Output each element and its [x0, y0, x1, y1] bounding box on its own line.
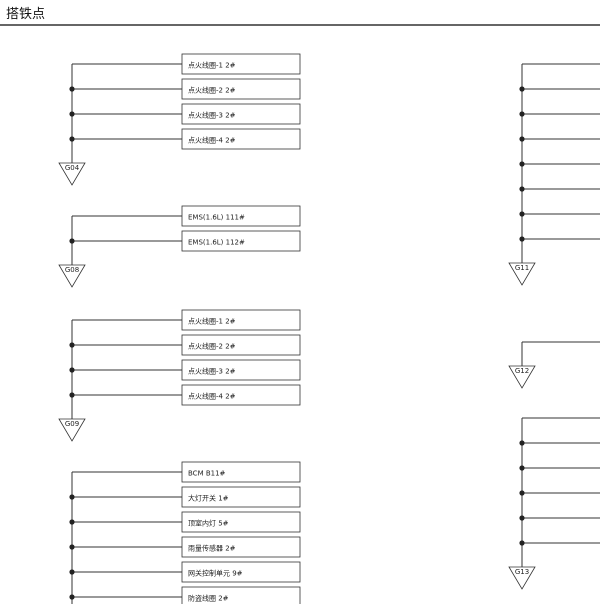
junction-dot [519, 236, 525, 242]
junction-dot [69, 392, 75, 398]
ground-symbol [508, 566, 536, 590]
ground-group-g11: G11 [508, 63, 600, 286]
junction-dot [519, 465, 525, 471]
ground-group-g09: 点火线圈-1 2# 点火线圈-2 2# 点火线圈-3 2# 点火线圈-4 2# G09 [58, 309, 301, 442]
connector-box [181, 53, 301, 75]
junction-dot [69, 494, 75, 500]
connector-box [181, 461, 301, 483]
connector-label: 顶室内灯 5# [188, 519, 229, 528]
connector-box [181, 384, 301, 406]
junction-dot [519, 540, 525, 546]
junction-dot [69, 569, 75, 575]
connector-label: 点火线圈-2 2# [188, 86, 236, 95]
junction-dot [519, 211, 525, 217]
connector-label: 点火线圈-1 2# [188, 317, 236, 326]
junction-dot [69, 367, 75, 373]
ground-symbol [58, 162, 86, 186]
connector-label: 点火线圈-3 2# [188, 111, 236, 120]
junction-dot [519, 186, 525, 192]
ground-label: G09 [65, 420, 79, 428]
junction-dot [519, 86, 525, 92]
connector-label: 点火线圈-2 2# [188, 342, 236, 351]
connector-label: 点火线圈-3 2# [188, 367, 236, 376]
connector-box [181, 486, 301, 508]
connector-label: EMS(1.6L) 111# [188, 214, 245, 222]
connector-label: 点火线圈-4 2# [188, 392, 236, 401]
junction-dot [519, 161, 525, 167]
connector-box [181, 359, 301, 381]
junction-dot [69, 519, 75, 525]
connector-label: 雨量传感器 2# [188, 544, 236, 553]
junction-dot [519, 136, 525, 142]
junction-dot [69, 544, 75, 550]
connector-box [181, 230, 301, 252]
connector-box [181, 586, 301, 604]
junction-dot [69, 86, 75, 92]
connector-box [181, 334, 301, 356]
connector-label: 防盗线圈 2# [188, 594, 229, 603]
ground-symbol [58, 264, 86, 288]
connector-label: 点火线圈-4 2# [188, 136, 236, 145]
junction-dot [519, 515, 525, 521]
ground-label: G12 [515, 367, 529, 375]
page-title: 搭铁点 [6, 7, 46, 22]
connector-label: EMS(1.6L) 112# [188, 239, 245, 247]
ground-label: G13 [515, 568, 529, 576]
connector-box [181, 511, 301, 533]
connector-label: 点火线圈-1 2# [188, 61, 236, 70]
junction-dot [69, 594, 75, 600]
junction-dot [69, 342, 75, 348]
junction-dot [69, 136, 75, 142]
connector-label: 大灯开关 1# [188, 494, 229, 503]
junction-dot [519, 440, 525, 446]
ground-symbol [508, 262, 536, 286]
ground-group-g12: G12 [508, 341, 600, 389]
header-rule [0, 24, 600, 26]
connector-box [181, 128, 301, 150]
connector-box [181, 205, 301, 227]
ground-symbol [508, 365, 536, 389]
ground-symbol [58, 418, 86, 442]
ground-label: G08 [65, 266, 79, 274]
connector-box [181, 561, 301, 583]
connector-box [181, 78, 301, 100]
ground-group-g13: G13 [508, 417, 600, 590]
junction-dot [69, 111, 75, 117]
ground-label: G11 [515, 264, 529, 272]
junction-dot [69, 238, 75, 244]
ground-group-g08: EMS(1.6L) 111# EMS(1.6L) 112# G08 [58, 205, 301, 288]
connector-box [181, 536, 301, 558]
connector-label: 网关控制单元 9# [188, 569, 243, 578]
junction-dot [519, 111, 525, 117]
ground-group-g04: 点火线圈-1 2# 点火线圈-2 2# 点火线圈-3 2# 点火线圈-4 2# G04 [58, 53, 301, 186]
ground-group-g10: BCM B11# 大灯开关 1# 顶室内灯 5# 雨量传感器 2# 网关控制单元 9# 防… [69, 461, 301, 604]
connector-label: BCM B11# [188, 470, 226, 478]
connector-box [181, 309, 301, 331]
ground-label: G04 [65, 164, 80, 172]
page-header: 搭铁点 [0, 0, 600, 26]
junction-dot [519, 490, 525, 496]
connector-box [181, 103, 301, 125]
